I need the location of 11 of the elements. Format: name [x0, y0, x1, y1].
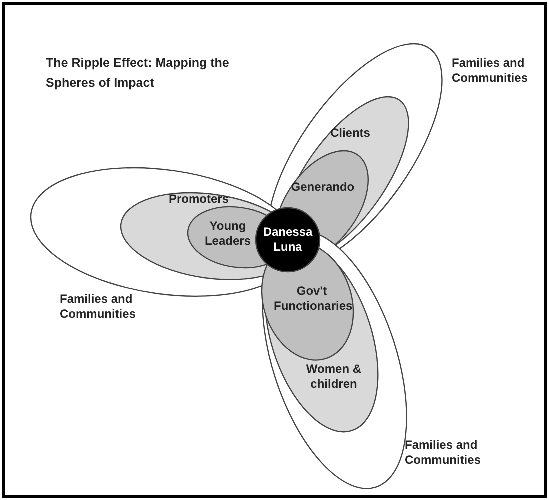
title: The Ripple Effect: Mapping the Spheres of Impact: [46, 55, 230, 92]
region-label: Women & children: [305, 362, 363, 392]
center-label: Danessa Luna: [262, 225, 314, 255]
region-label: Generando: [290, 180, 356, 195]
region-label: Young Leaders: [204, 218, 252, 249]
region-label: Clients: [329, 126, 372, 141]
region-label: Families and Communities: [404, 438, 482, 468]
region-label: Promoters: [168, 192, 230, 207]
region-label: Families and Communities: [60, 292, 137, 322]
region-label: Gov't Functionaries: [274, 284, 350, 314]
region-label: Families and Communities: [452, 56, 529, 86]
